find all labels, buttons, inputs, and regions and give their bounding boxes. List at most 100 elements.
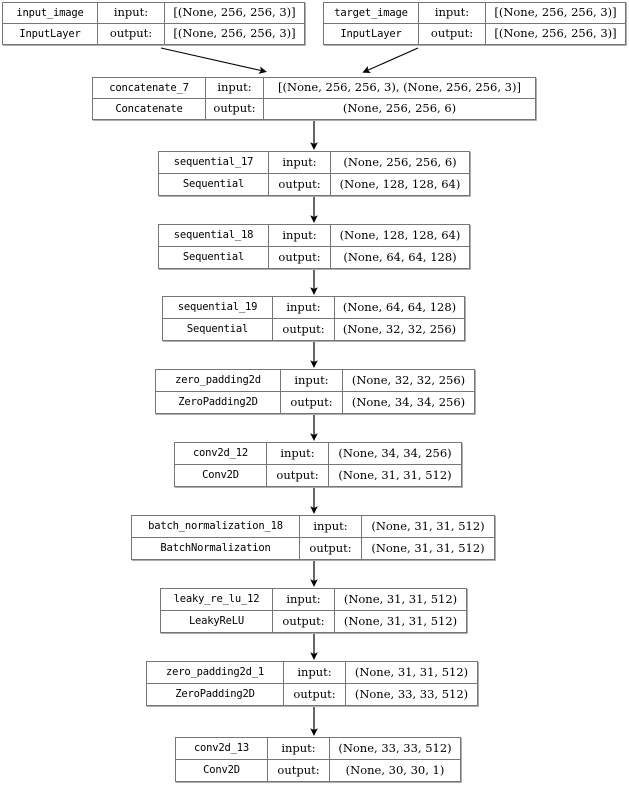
- input-shape-batch_normalization_18: (None, 31, 31, 512): [371, 518, 485, 533]
- layer-name-sequential_19: sequential_19: [163, 297, 273, 318]
- input-shape-zero_padding2d_1: (None, 31, 31, 512): [354, 664, 469, 679]
- output-label: output:: [419, 24, 486, 44]
- output-shape-target_image: [(None, 256, 256, 3)]: [494, 26, 617, 41]
- input-shape-leaky_re_lu_12: (None, 31, 31, 512): [343, 591, 458, 606]
- edge-target_image-to-concatenate_7: [362, 47, 419, 73]
- output-shape-concatenate_7: (None, 256, 256, 6): [342, 101, 457, 116]
- output-shape-sequential_17: (None, 128, 128, 64): [339, 176, 461, 191]
- output-label: output:: [98, 24, 165, 44]
- layer-class-zero_padding2d_1: ZeroPadding2D: [147, 684, 284, 705]
- input-shape-conv2d_13: (None, 33, 33, 512): [338, 740, 452, 755]
- output-shape-conv2d_12: (None, 31, 31, 512): [338, 467, 452, 482]
- input-label: input:: [267, 443, 329, 464]
- output-shape-zero_padding2d: (None, 34, 34, 256): [351, 394, 466, 409]
- output-label: output:: [269, 174, 331, 195]
- input-shape-sequential_19: (None, 64, 64, 128): [342, 299, 457, 314]
- input-label: input:: [300, 516, 362, 537]
- input-label: input:: [268, 738, 330, 759]
- layer-name-target_image: target_image: [324, 3, 419, 23]
- input-label: input:: [273, 589, 335, 610]
- layer-name-batch_normalization_18: batch_normalization_18: [132, 516, 300, 537]
- layer-name-zero_padding2d_1: zero_padding2d_1: [147, 662, 284, 683]
- output-label: output:: [281, 392, 343, 413]
- layer-name-conv2d_13: conv2d_13: [176, 738, 268, 759]
- layer-class-batch_normalization_18: BatchNormalization: [132, 538, 300, 559]
- input-shape-sequential_18: (None, 128, 128, 64): [339, 227, 461, 242]
- input-shape-target_image: [(None, 256, 256, 3)]: [494, 5, 617, 20]
- layer-name-leaky_re_lu_12: leaky_re_lu_12: [161, 589, 273, 610]
- input-shape-conv2d_12: (None, 34, 34, 256): [338, 445, 452, 460]
- layer-class-input_image: InputLayer: [3, 24, 98, 44]
- input-shape-sequential_17: (None, 256, 256, 6): [343, 154, 457, 169]
- output-shape-input_image: [(None, 256, 256, 3)]: [173, 26, 296, 41]
- layer-name-zero_padding2d: zero_padding2d: [156, 370, 281, 391]
- output-shape-sequential_19: (None, 32, 32, 256): [342, 321, 457, 336]
- output-label: output:: [273, 611, 335, 632]
- output-shape-leaky_re_lu_12: (None, 31, 31, 512): [343, 613, 458, 628]
- output-label: output:: [268, 760, 330, 781]
- output-label: output:: [269, 247, 331, 268]
- output-label: output:: [267, 465, 329, 486]
- input-label: input:: [281, 370, 343, 391]
- layer-name-concatenate_7: concatenate_7: [93, 78, 206, 98]
- input-shape-concatenate_7: [(None, 256, 256, 3), (None, 256, 256, 3…: [278, 80, 521, 95]
- input-label: input:: [269, 152, 331, 173]
- layer-class-leaky_re_lu_12: LeakyReLU: [161, 611, 273, 632]
- output-label: output:: [206, 99, 264, 119]
- layer-class-target_image: InputLayer: [324, 24, 419, 44]
- edge-input_image-to-concatenate_7: [160, 47, 267, 74]
- input-shape-zero_padding2d: (None, 32, 32, 256): [351, 372, 466, 387]
- input-shape-input_image: [(None, 256, 256, 3)]: [173, 5, 296, 20]
- output-label: output:: [273, 319, 335, 340]
- layer-name-sequential_17: sequential_17: [159, 152, 269, 173]
- layer-class-sequential_18: Sequential: [159, 247, 269, 268]
- input-label: input:: [269, 225, 331, 246]
- output-label: output:: [284, 684, 346, 705]
- layer-name-conv2d_12: conv2d_12: [175, 443, 267, 464]
- input-label: input:: [206, 78, 264, 98]
- layer-name-sequential_18: sequential_18: [159, 225, 269, 246]
- output-shape-conv2d_13: (None, 30, 30, 1): [345, 762, 445, 777]
- output-label: output:: [300, 538, 362, 559]
- output-shape-zero_padding2d_1: (None, 33, 33, 512): [354, 686, 469, 701]
- input-label: input:: [98, 3, 165, 23]
- layer-class-sequential_17: Sequential: [159, 174, 269, 195]
